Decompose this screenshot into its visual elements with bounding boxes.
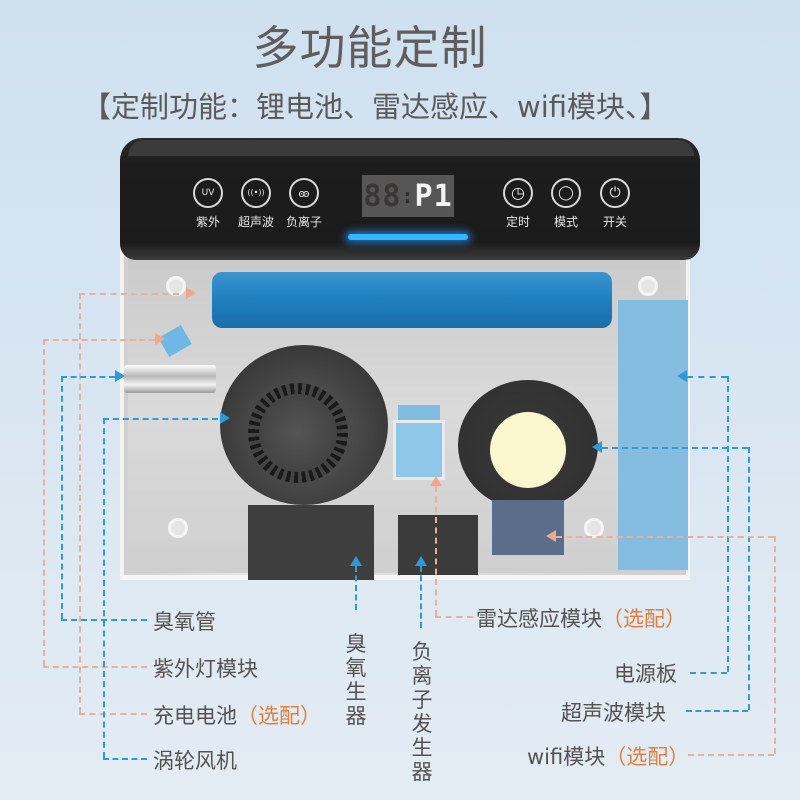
mode-label: 模式 xyxy=(553,215,578,229)
ion-generator-leader-line xyxy=(420,566,422,628)
ultrasonic-leader-line xyxy=(748,447,750,710)
power-board-leader-line xyxy=(687,376,727,378)
ultrasonic-control[interactable]: ((•)) 超声波 xyxy=(226,178,286,230)
label-text: 臭氧管 xyxy=(153,610,216,634)
timer-label: 定时 xyxy=(505,215,530,229)
uv-lamp-module-label: 紫外灯模块 xyxy=(153,653,258,683)
wifi-leader-line xyxy=(688,754,774,756)
uv-lamp-arrow-icon xyxy=(155,333,165,345)
ultrasonic-icon[interactable]: ((•)) xyxy=(241,178,271,208)
radar-arrow-icon xyxy=(430,476,442,486)
ion-generator-arrow-icon xyxy=(415,556,427,566)
label-text: wifi模块 xyxy=(527,745,606,769)
wifi-module-label: wifi模块（选配） xyxy=(527,741,689,771)
uv-lamp-leader-line xyxy=(43,666,147,668)
screw-post xyxy=(168,518,188,538)
rechargeable-battery-label: 充电电池（选配） xyxy=(153,700,321,730)
power-board-arrow-icon xyxy=(677,370,687,382)
timer-control[interactable]: ◷ 定时 xyxy=(488,178,548,230)
radar-leader-line xyxy=(435,616,473,618)
label-text: 雷达感应模块 xyxy=(476,607,602,631)
display-colon: : xyxy=(401,184,415,208)
ozone-tube-leader-line xyxy=(61,376,115,378)
ultrasonic-label: 超声波 xyxy=(237,215,274,229)
battery-arrow-icon xyxy=(186,287,196,299)
power-label: 开关 xyxy=(602,215,627,229)
label-text: 超声波模块 xyxy=(561,701,666,725)
uv-control[interactable]: UV 紫外 xyxy=(178,178,238,230)
turbo-fan-label: 涡轮风机 xyxy=(153,745,237,775)
ultrasonic-leader-line xyxy=(686,710,748,712)
ultrasonic-arrow-icon xyxy=(592,441,602,453)
negative-ion-icon[interactable]: ꙭ xyxy=(289,178,319,208)
ozone-tube-leader-line xyxy=(61,376,63,619)
battery-leader-line xyxy=(79,293,179,295)
battery-leader-line xyxy=(79,713,147,715)
battery-leader-line xyxy=(79,293,81,713)
control-panel-rim xyxy=(128,140,694,156)
negative-ion-generator-label: 负离子发生器 xyxy=(411,640,433,784)
ultrasonic-module-label: 超声波模块 xyxy=(561,697,666,727)
ozone-tube-arrow-icon xyxy=(115,370,125,382)
power-control[interactable]: ⏻ 开关 xyxy=(585,178,645,230)
wifi-arrow-icon xyxy=(546,530,556,542)
radar-sensor-module xyxy=(393,420,445,480)
ultrasonic-leader-line xyxy=(602,447,748,449)
optional-tag: （选配） xyxy=(602,607,686,631)
label-text: 电源板 xyxy=(614,662,677,686)
power-board xyxy=(618,300,688,570)
fan-arrow-icon xyxy=(220,412,230,424)
screw-post xyxy=(638,276,658,296)
mode-cycle-icon[interactable]: ◯ xyxy=(551,178,581,208)
ozone-generator-arrow-icon xyxy=(350,556,362,566)
led-display: 88 : P1 xyxy=(362,175,454,217)
uv-label: 紫外 xyxy=(195,215,220,229)
page-title: 多功能定制 xyxy=(252,21,488,75)
display-lit-digits: P1 xyxy=(414,178,453,214)
radar-module-label: 雷达感应模块（选配） xyxy=(476,603,686,633)
timer-clock-icon[interactable]: ◷ xyxy=(503,178,533,208)
fan-leader-line xyxy=(103,418,218,420)
negative-ion-generator xyxy=(398,515,478,575)
custom-features-subtitle: 【定制功能：锂电池、雷达感应、wifi模块、】 xyxy=(82,90,669,124)
ozone-generator-leader-line xyxy=(355,566,357,610)
uv-lamp-leader-line xyxy=(43,339,155,341)
ozone-tube-label: 臭氧管 xyxy=(153,606,216,636)
uv-lamp-leader-line xyxy=(43,339,45,666)
display-dim-digits: 88 xyxy=(363,178,402,214)
wifi-module xyxy=(492,500,564,555)
ozone-tube xyxy=(124,365,216,393)
negative-ion-control[interactable]: ꙭ 负离子 xyxy=(274,178,334,230)
fan-leader-line xyxy=(103,418,105,758)
power-board-leader-line xyxy=(690,672,727,674)
wifi-leader-line xyxy=(774,536,776,754)
radar-leader-line xyxy=(435,486,437,616)
status-light-bar xyxy=(348,234,468,240)
label-text: 充电电池 xyxy=(153,704,237,728)
screw-post xyxy=(584,518,604,538)
label-text: 紫外灯模块 xyxy=(153,657,258,681)
wifi-leader-line xyxy=(556,536,774,538)
mode-control[interactable]: ◯ 模式 xyxy=(536,178,596,230)
power-board-label: 电源板 xyxy=(614,658,677,688)
optional-tag: （选配） xyxy=(605,745,690,769)
fan-hub xyxy=(259,394,337,472)
fan-leader-line xyxy=(103,758,147,760)
ultrasonic-disc xyxy=(490,412,566,488)
power-icon[interactable]: ⏻ xyxy=(600,178,630,208)
rechargeable-battery xyxy=(212,272,612,328)
uv-icon[interactable]: UV xyxy=(193,178,223,208)
negative-ion-label: 负离子 xyxy=(285,215,322,229)
optional-tag: （选配） xyxy=(237,704,321,728)
ozone-generator-label: 臭氧生器 xyxy=(345,632,367,728)
label-text: 涡轮风机 xyxy=(153,749,237,773)
ozone-generator xyxy=(248,505,374,580)
power-board-leader-line xyxy=(727,376,729,672)
